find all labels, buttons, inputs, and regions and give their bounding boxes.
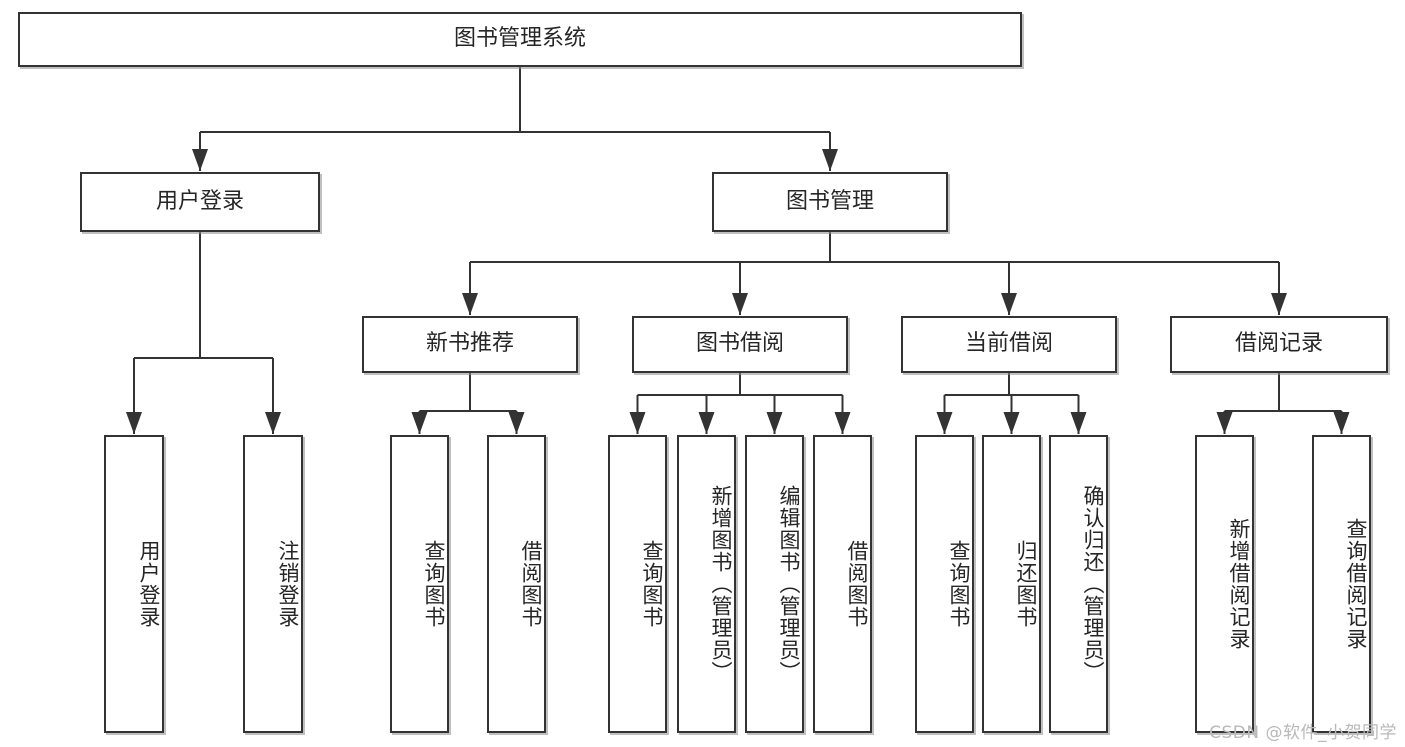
node-label: 查询图书 bbox=[422, 540, 446, 628]
arrowhead bbox=[192, 149, 208, 171]
node-l3: 查询图书 bbox=[390, 435, 449, 733]
node-label: 借阅图书 bbox=[845, 540, 869, 628]
arrowhead bbox=[1001, 293, 1017, 315]
node-label: 用户登录 bbox=[137, 540, 161, 628]
arrowhead bbox=[126, 412, 142, 434]
arrowhead bbox=[462, 293, 478, 315]
node-l10: 归还图书 bbox=[982, 435, 1041, 733]
node-label: 编辑图书（管理员） bbox=[777, 485, 801, 683]
node-root: 图书管理系统 bbox=[18, 12, 1022, 67]
node-label: 注销登录 bbox=[276, 540, 300, 628]
arrowhead bbox=[1003, 412, 1020, 434]
arrowhead bbox=[834, 412, 851, 434]
node-bookmgmt: 图书管理 bbox=[712, 172, 948, 232]
node-label: 图书管理系统 bbox=[453, 26, 586, 52]
node-label: 图书借阅 bbox=[695, 331, 784, 357]
node-borrow: 图书借阅 bbox=[632, 316, 848, 373]
arrowhead bbox=[629, 412, 646, 434]
node-l9: 查询图书 bbox=[915, 435, 974, 733]
node-current: 当前借阅 bbox=[901, 316, 1117, 373]
node-l12: 新增借阅记录 bbox=[1195, 435, 1254, 733]
node-l13: 查询借阅记录 bbox=[1312, 435, 1371, 733]
node-records: 借阅记录 bbox=[1170, 316, 1388, 373]
arrowhead bbox=[1333, 412, 1350, 434]
node-l2: 注销登录 bbox=[243, 435, 303, 733]
node-l11: 确认归还（管理员） bbox=[1049, 435, 1108, 733]
node-l7: 编辑图书（管理员） bbox=[745, 435, 804, 733]
node-label: 当前借阅 bbox=[964, 331, 1053, 357]
node-l1: 用户登录 bbox=[104, 435, 164, 733]
node-l4: 借阅图书 bbox=[487, 435, 546, 733]
node-l6: 新增图书（管理员） bbox=[677, 435, 736, 733]
arrowhead bbox=[698, 412, 715, 434]
node-label: 新增借阅记录 bbox=[1227, 518, 1251, 650]
node-label: 新增图书（管理员） bbox=[709, 485, 733, 683]
arrowhead bbox=[732, 293, 748, 315]
node-label: 查询图书 bbox=[947, 540, 971, 628]
arrowhead bbox=[1216, 412, 1233, 434]
node-label: 查询借阅记录 bbox=[1344, 518, 1368, 650]
node-label: 借阅记录 bbox=[1234, 331, 1323, 357]
node-label: 借阅图书 bbox=[519, 540, 543, 628]
arrowhead bbox=[1271, 293, 1287, 315]
node-label: 查询图书 bbox=[640, 540, 664, 628]
node-label: 归还图书 bbox=[1014, 540, 1038, 628]
node-label: 图书管理 bbox=[785, 188, 874, 214]
arrowhead bbox=[265, 412, 281, 434]
node-label: 确认归还（管理员） bbox=[1081, 485, 1105, 683]
arrowhead bbox=[766, 412, 783, 434]
node-l5: 查询图书 bbox=[608, 435, 667, 733]
arrowhead bbox=[936, 412, 953, 434]
arrowhead bbox=[1070, 412, 1087, 434]
node-login: 用户登录 bbox=[80, 172, 320, 232]
node-l8: 借阅图书 bbox=[813, 435, 872, 733]
node-label: 新书推荐 bbox=[425, 331, 514, 357]
arrowhead bbox=[508, 412, 525, 434]
node-label: 用户登录 bbox=[155, 188, 244, 214]
node-newbook: 新书推荐 bbox=[362, 316, 578, 373]
arrowhead bbox=[411, 412, 428, 434]
arrowhead bbox=[822, 149, 838, 171]
